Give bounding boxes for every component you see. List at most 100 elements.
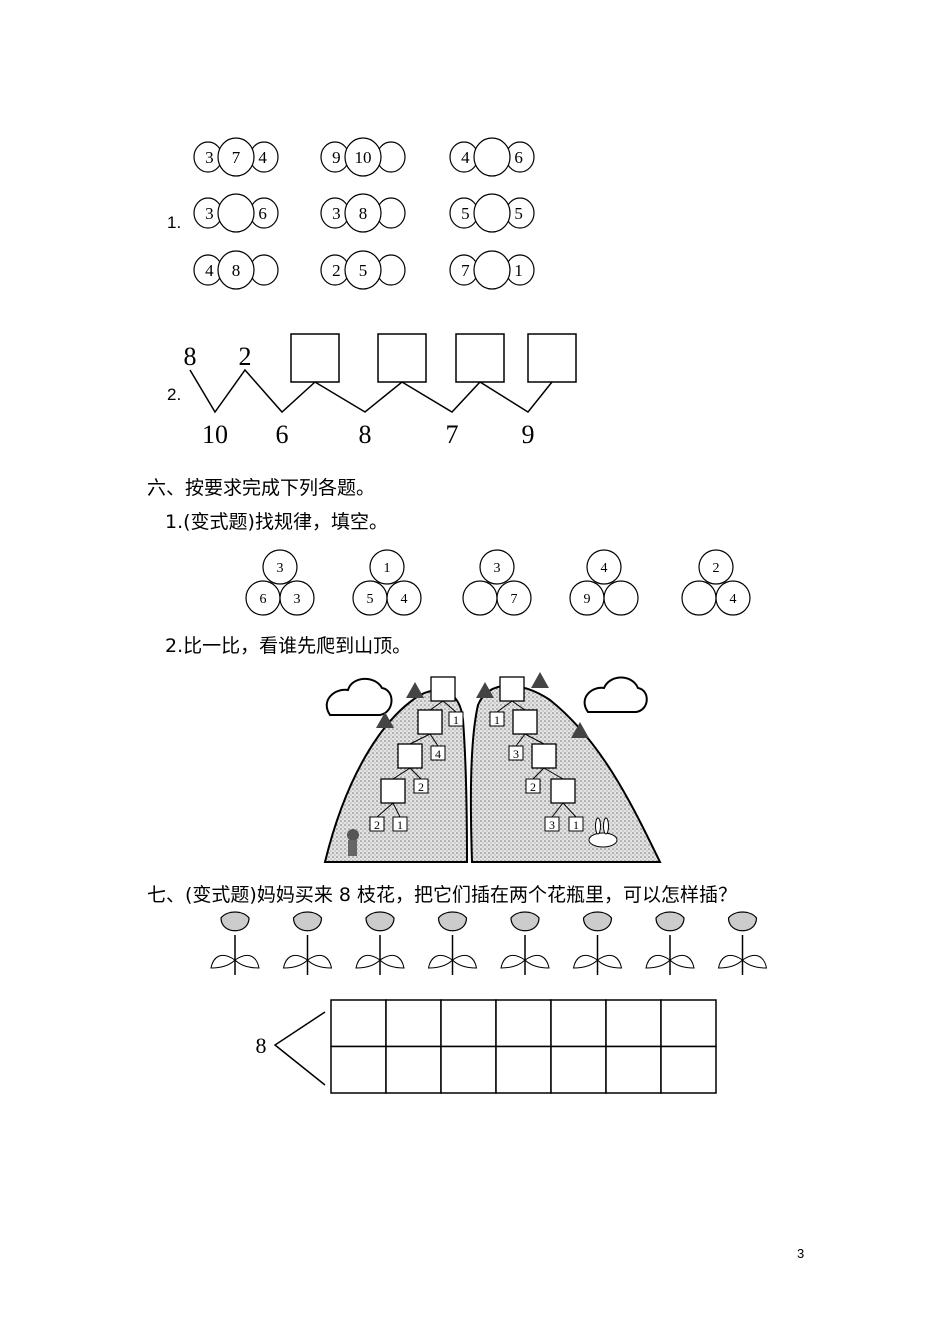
number-circle: [369, 549, 405, 585]
grid-cell[interactable]: [660, 1045, 717, 1094]
flower-icon: [210, 911, 260, 975]
cherry-icon: [473, 193, 511, 233]
grid-cell[interactable]: [495, 999, 552, 1048]
number-label: 2: [530, 780, 536, 794]
total-number: 8: [256, 1033, 267, 1058]
connector-line: [511, 700, 526, 711]
number-circle: [462, 580, 498, 616]
fruit-number: 5: [461, 204, 470, 223]
monkey-icon: [347, 829, 359, 856]
rabbit-icon: [588, 817, 618, 848]
pine-tree-icon: [476, 682, 494, 698]
fruit-number: 6: [514, 148, 523, 167]
fruit-number: 10: [355, 148, 372, 167]
answer-box[interactable]: [527, 333, 577, 383]
grid-cell[interactable]: [605, 1045, 662, 1094]
cloud-left-icon: [325, 677, 393, 716]
answer-box[interactable]: [455, 333, 505, 383]
grid-cell[interactable]: [495, 1045, 552, 1094]
number-circle: [586, 549, 622, 585]
grid-cell[interactable]: [660, 999, 717, 1048]
number-label: 3: [549, 818, 555, 832]
page-number: 3: [797, 1246, 805, 1261]
answer-box[interactable]: [377, 333, 427, 383]
flower-leaf: [645, 955, 695, 969]
answer-box[interactable]: [290, 333, 340, 383]
connector-line: [496, 700, 513, 713]
fruit-number: 8: [359, 204, 368, 223]
grid-cell[interactable]: [330, 999, 387, 1048]
number-circle: [698, 549, 734, 585]
answer-box[interactable]: [531, 743, 557, 769]
answer-box[interactable]: [380, 778, 406, 804]
number-circle: [496, 580, 532, 616]
connector-line: [392, 802, 401, 818]
flower-bloom: [292, 911, 323, 932]
mushroom-icon: [344, 250, 382, 290]
grid-cell[interactable]: [550, 999, 607, 1048]
flower-icon: [427, 911, 478, 975]
fruit-number: 5: [514, 204, 523, 223]
number-label: 6: [260, 592, 267, 607]
flower-icon: [282, 911, 333, 975]
circle-triad: 24: [681, 549, 751, 616]
number-circle: [715, 580, 751, 616]
flower-leaf: [572, 955, 623, 969]
number-circle: [681, 580, 717, 616]
answer-box[interactable]: [397, 743, 423, 769]
answer-box[interactable]: [550, 778, 576, 804]
grid-cell[interactable]: [440, 1045, 497, 1094]
flower-bloom: [655, 911, 685, 932]
number-label: 4: [730, 592, 737, 607]
flower-icon: [717, 911, 768, 975]
flower-leaf: [427, 955, 478, 969]
grid-cell[interactable]: [550, 1045, 607, 1094]
grid-cell[interactable]: [440, 999, 497, 1048]
number-circle: [386, 580, 422, 616]
answer-box[interactable]: [430, 676, 456, 702]
section-7-heading: 七、(变式题)妈妈买来 8 枝花，把它们插在两个花瓶里，可以怎样插？: [147, 884, 737, 906]
section-6-heading: 六、按要求完成下列各题。: [147, 477, 376, 499]
number-label: 1: [397, 818, 403, 832]
number-label: 4: [601, 561, 608, 576]
connector-line: [409, 767, 422, 780]
bottom-number: 7: [446, 420, 459, 449]
bottom-number: 10: [202, 420, 228, 449]
flower-bloom: [365, 911, 395, 932]
fruit-number: 8: [232, 261, 241, 280]
flower-bloom: [727, 911, 758, 932]
answer-box[interactable]: [512, 709, 538, 735]
flower-leaf: [282, 955, 333, 969]
tomato-icon: [217, 193, 255, 233]
number-label: 3: [277, 561, 284, 576]
grid-cell[interactable]: [330, 1045, 387, 1094]
pine-tree-icon: [531, 672, 549, 688]
answer-box[interactable]: [499, 676, 525, 702]
fruit-number: 4: [205, 261, 214, 280]
flower-bloom: [582, 911, 613, 932]
connector-line: [409, 733, 431, 745]
fruit-number: 4: [461, 148, 470, 167]
bottom-number: 6: [276, 420, 289, 449]
number-label: 1: [453, 713, 459, 727]
connector-line: [392, 767, 411, 780]
connector-line: [442, 700, 457, 713]
eggplant-icon: [473, 250, 511, 290]
grid-cell[interactable]: [605, 999, 662, 1048]
answer-box[interactable]: [417, 709, 443, 735]
fruit-number: 5: [359, 261, 368, 280]
circle-triad: 37: [462, 549, 532, 616]
grid-cell[interactable]: [385, 999, 442, 1048]
grid-cell[interactable]: [385, 1045, 442, 1094]
connector-line: [543, 767, 564, 780]
flower-icon: [355, 911, 405, 975]
number-label: 3: [294, 592, 301, 607]
left-mountain: [323, 689, 469, 863]
